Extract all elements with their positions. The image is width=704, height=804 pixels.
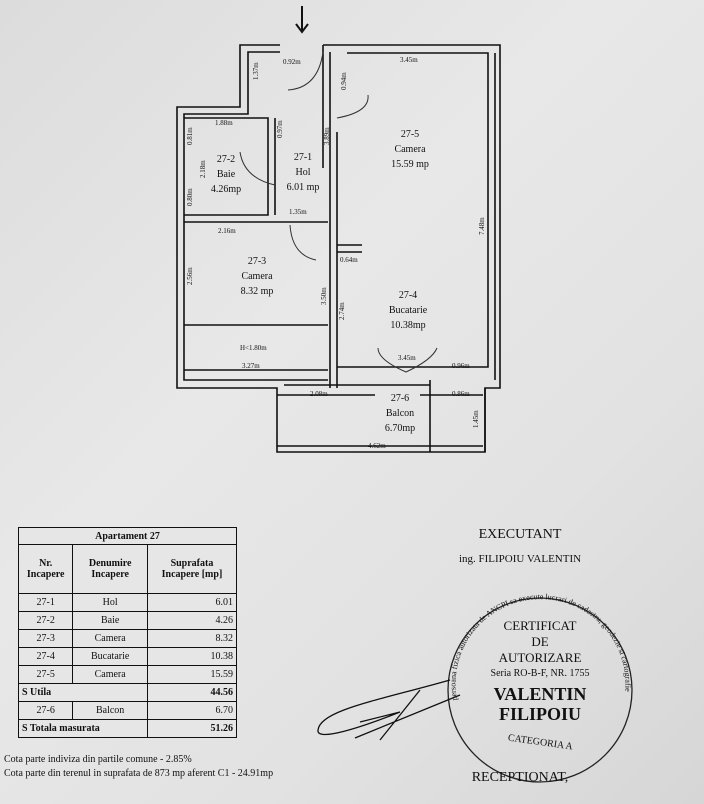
dim: 3.27m: [242, 362, 260, 370]
dim: 1.45m: [472, 410, 480, 428]
room-area: 6.01 mp: [287, 182, 320, 193]
stamp-category: CATEGORIA A: [507, 733, 574, 753]
dim: 0.81m: [186, 127, 194, 145]
room-name: Balcon: [386, 408, 414, 419]
executant-name: ing. FILIPOIU VALENTIN: [458, 553, 582, 565]
dim: 0.94m: [340, 72, 348, 90]
note-teren: Cota parte din terenul in suprafata de 8…: [4, 768, 274, 779]
stamp-line: DE: [531, 634, 548, 649]
walls: [176, 44, 501, 453]
dim: 7.48m: [478, 217, 486, 235]
room-area: 6.70mp: [385, 423, 415, 434]
doors: [239, 51, 438, 373]
dimension-labels: 0.92m 1.37m 3.45m 0.94m 1.88m 0.97m 0.81…: [186, 56, 486, 450]
dim: 3.50m: [320, 287, 328, 305]
dim: 3.45m: [400, 56, 418, 64]
dim: 0.96m: [452, 362, 470, 370]
stamp-line: Seria RO-B-F, NR. 1755: [491, 668, 590, 679]
room-id: 27-4: [399, 290, 417, 301]
entrance-arrow-icon: [295, 6, 309, 34]
dim: 0.80m: [186, 188, 194, 206]
stamp-line: FILIPOIU: [499, 704, 581, 724]
dim: 2.74m: [338, 302, 346, 320]
dim: 0.92m: [283, 58, 301, 66]
dim: 1.88m: [215, 119, 233, 127]
room-area: 4.26mp: [211, 184, 241, 195]
note-indiviza: Cota parte indiviza din partile comune -…: [4, 754, 192, 765]
room-labels: 27-1 Hol 6.01 mp 27-2 Baie 4.26mp 27-3 C…: [211, 129, 429, 434]
col-header: Denumire Incapere: [72, 544, 148, 594]
dim: 2.18m: [199, 160, 207, 178]
stamp-line: CERTIFICAT: [504, 618, 577, 633]
room-name: Baie: [217, 169, 236, 180]
dim: 2.16m: [218, 227, 236, 235]
room-id: 27-1: [294, 152, 312, 163]
dim: 3.89m: [323, 127, 331, 145]
signature: [317, 679, 461, 741]
room-name: Bucatarie: [389, 305, 428, 316]
dim: 1.37m: [252, 62, 260, 80]
room-name: Hol: [296, 167, 311, 178]
dim: 3.45m: [398, 354, 416, 362]
rooms-table: Apartament 27 Nr. Incapere Denumire Inca…: [17, 527, 238, 738]
dim: 0.86m: [452, 390, 470, 398]
dim: 2.56m: [186, 267, 194, 285]
room-area: 8.32 mp: [241, 286, 274, 297]
floor-plan: 27-1 Hol 6.01 mp 27-2 Baie 4.26mp 27-3 C…: [176, 6, 501, 453]
dim: 1.35m: [289, 208, 307, 216]
dim: 2.08m: [310, 390, 328, 398]
room-area: 15.59 mp: [391, 159, 429, 170]
col-header: Suprafata Incapere [mp]: [146, 544, 238, 594]
stamp-circle: [447, 597, 633, 783]
stamp-line: AUTORIZARE: [499, 650, 582, 665]
room-name: Camera: [241, 271, 273, 282]
stamp-line: VALENTIN: [494, 684, 587, 704]
cell: 27-4: [17, 647, 74, 666]
room-area: 10.38mp: [390, 320, 425, 331]
room-id: 27-5: [401, 129, 419, 140]
room-id: 27-2: [217, 154, 235, 165]
dim: 0.97m: [276, 120, 284, 138]
dim: 4.62m: [368, 442, 386, 450]
dim: H<1.80m: [240, 344, 267, 352]
room-name: Camera: [394, 144, 426, 155]
executant-title: EXECUTANT: [478, 527, 562, 542]
receptionat-label: RECEPTIONAT,: [471, 770, 569, 785]
dim: 0.64m: [340, 256, 358, 264]
col-header: Nr. Incapere: [17, 544, 74, 594]
cell: 51.26: [146, 719, 238, 738]
room-id: 27-6: [391, 393, 409, 404]
room-id: 27-3: [248, 256, 266, 267]
